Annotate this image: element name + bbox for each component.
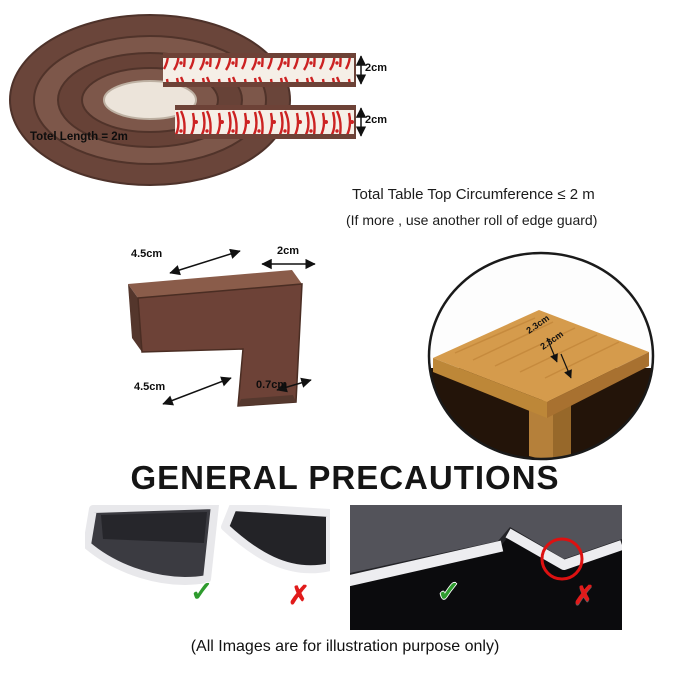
corner-bottom-length-label: 4.5cm [134, 381, 166, 393]
table-with-edge-guard-wrong [221, 505, 330, 574]
edge-dim-leader-2 [560, 353, 572, 379]
edge-guard-roll-illustration [9, 14, 367, 186]
corner-dimension-arrows [162, 248, 316, 406]
table-corner-detail: 2.3cm 2.3cm [427, 251, 655, 461]
disclaimer-text: (All Images are for illustration purpose… [190, 638, 500, 655]
roll-length-label: Totel Length = 2m [30, 131, 128, 143]
corner-top-length-label: 4.5cm [131, 248, 163, 260]
dark-underside [350, 535, 622, 630]
circumference-note-line2: (If more , use another roll of edge guar… [346, 212, 598, 228]
edge-guard-strip-left [350, 540, 504, 587]
circle-border [427, 251, 655, 461]
corner-guard-diagram [128, 248, 316, 407]
table-surface [350, 505, 622, 573]
adhesive-strip-top [163, 53, 356, 87]
strip-top-dimension-label: 2cm [365, 62, 388, 74]
adhesive-strip-bottom [175, 105, 356, 139]
cross-icon: ✗ [573, 580, 595, 610]
circumference-note-line1: Total Table Top Circumference ≤ 2 m [352, 186, 595, 203]
highlight-circle-icon [540, 537, 584, 581]
table-edge-right [547, 352, 649, 418]
corner-thickness-label: 0.7cm [256, 379, 288, 391]
precautions-heading: GENERAL PRECAUTIONS [130, 459, 560, 496]
table-edge-left [433, 358, 547, 418]
table-top [433, 310, 649, 402]
corner-top-width-label: 2cm [277, 245, 300, 257]
wood-grain [454, 317, 620, 379]
edge-guard-strip-corner [505, 528, 622, 570]
corner-guard-piece [128, 270, 303, 407]
edge-dim-leader-1 [546, 337, 558, 363]
precaution-panel-left [85, 505, 330, 630]
checkmark-icon: ✓ [437, 576, 461, 607]
checkmark-icon: ✓ [190, 576, 214, 607]
strip-bottom-dimension-label: 2cm [365, 114, 388, 126]
coiled-roll [9, 14, 291, 186]
cross-icon: ✗ [288, 580, 310, 610]
precaution-panel-right [350, 505, 622, 630]
